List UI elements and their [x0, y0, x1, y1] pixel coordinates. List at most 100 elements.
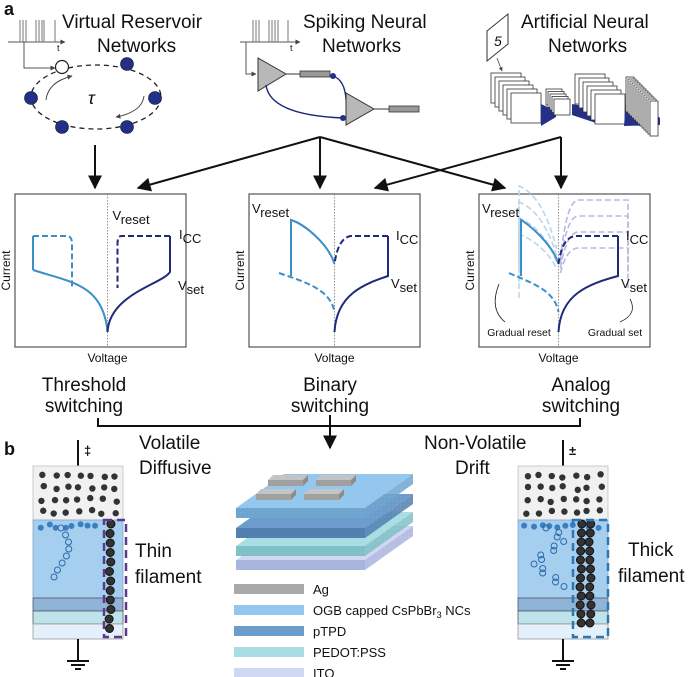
ag-atom [596, 496, 603, 503]
filament-atom [105, 586, 115, 595]
gradual-set-curve [559, 215, 629, 264]
icc-label: ICC [396, 228, 418, 247]
network-title: Networks [548, 36, 627, 57]
filament-atom [586, 600, 596, 610]
ag-ion [531, 523, 538, 530]
filament-atom [106, 576, 116, 586]
ion-vacancy [539, 569, 547, 577]
ag-electrode-pad [304, 489, 344, 494]
ag-atom [598, 483, 606, 490]
filament-atom [585, 555, 595, 565]
ag-ion [52, 524, 59, 531]
filament-atom [575, 582, 585, 592]
ag-atom [547, 498, 554, 506]
ion-vacancy [62, 531, 70, 539]
icc-label: ICC [179, 227, 201, 246]
ag-ion [62, 524, 69, 531]
mode-label: Volatile [139, 433, 200, 454]
ion-vacancy [560, 583, 568, 590]
ag-atom [572, 496, 580, 503]
ag-atom [559, 483, 566, 490]
ag-atom [53, 485, 60, 493]
ion-vacancy [58, 559, 66, 567]
ag-atom [548, 507, 556, 515]
y-axis-label: Current [0, 250, 13, 291]
filament-atom [585, 564, 595, 574]
y-axis-label: Current [463, 250, 477, 291]
filament-atom [585, 618, 595, 628]
filament-region-box [571, 518, 610, 639]
charge-symbol: ‡ [84, 443, 91, 458]
ann-feature-map [649, 100, 659, 137]
ag-atom [596, 507, 604, 514]
filament-atom [105, 595, 115, 605]
synapse-icon [299, 70, 331, 78]
ann-layer-stack [490, 72, 660, 137]
filament-atom [105, 624, 115, 633]
switching-caption: switching [45, 396, 123, 417]
ag-atom [524, 497, 531, 504]
gradual-reset-curve [518, 232, 558, 298]
ag-atom [99, 495, 107, 502]
ag-atom [53, 472, 60, 479]
ag-ion [68, 522, 75, 529]
filament-label: Thick [628, 540, 674, 561]
legend-label: PEDOT:PSS [313, 645, 386, 660]
v-reset-label: Vreset [252, 201, 289, 220]
ag-electrode-pad [316, 475, 356, 480]
neuron-icon [345, 92, 376, 126]
ion-vacancy [552, 574, 560, 581]
panel-a-label: a [4, 0, 15, 19]
filament-atom [577, 519, 587, 529]
filament-atom [105, 548, 115, 557]
ag-ion [92, 522, 99, 529]
mode-label: Non-Volatile [424, 433, 526, 454]
ion-vacancy [552, 578, 560, 586]
switching-caption: Binary [303, 375, 357, 396]
filament-atom [106, 557, 116, 567]
ag-electrode-pad [256, 489, 296, 494]
reservoir-node [24, 91, 38, 105]
switching-caption: Analog [551, 375, 610, 396]
ion-vacancy [560, 538, 568, 545]
ag-atom [535, 471, 542, 479]
ag-atom [74, 484, 82, 491]
ag-atom [573, 472, 580, 479]
ion-vacancy [64, 538, 72, 546]
ion-vacancy [50, 573, 58, 581]
ag-atom [62, 509, 69, 516]
ag-electrode-pad [268, 475, 308, 480]
ag-atom [101, 473, 109, 481]
ag-atom [524, 473, 532, 480]
ag-ion [539, 522, 546, 529]
gradual-reset-curve [518, 216, 558, 282]
ag-ion [84, 522, 91, 529]
filament-atom [104, 614, 114, 624]
ag-atom [537, 495, 544, 503]
ag-atom [537, 483, 544, 490]
ag-atom [574, 486, 581, 494]
ag-atom [88, 506, 96, 514]
ag-atom [113, 498, 120, 505]
ion-vacancy [539, 565, 547, 572]
legend-swatch [234, 584, 304, 594]
v-set-label: Vset [178, 278, 204, 297]
ag-atom [65, 483, 72, 490]
ag-atom [560, 495, 567, 503]
reservoir-node [120, 57, 134, 71]
panel-b-label: b [4, 439, 15, 459]
gradual-reset-curve [518, 200, 558, 266]
ag-atom [87, 472, 94, 480]
plot-frame [14, 193, 187, 348]
ag-atom [583, 497, 590, 505]
ag-atom [73, 496, 81, 503]
neuron-icon [257, 57, 287, 92]
filament-atom [586, 573, 596, 583]
filament-atom [576, 564, 586, 574]
device-layer-stack-3d [236, 474, 413, 570]
ag-atom [62, 497, 70, 504]
device-cross-section-thin-filament: ‡ [32, 440, 128, 670]
ag-atom [64, 471, 71, 479]
